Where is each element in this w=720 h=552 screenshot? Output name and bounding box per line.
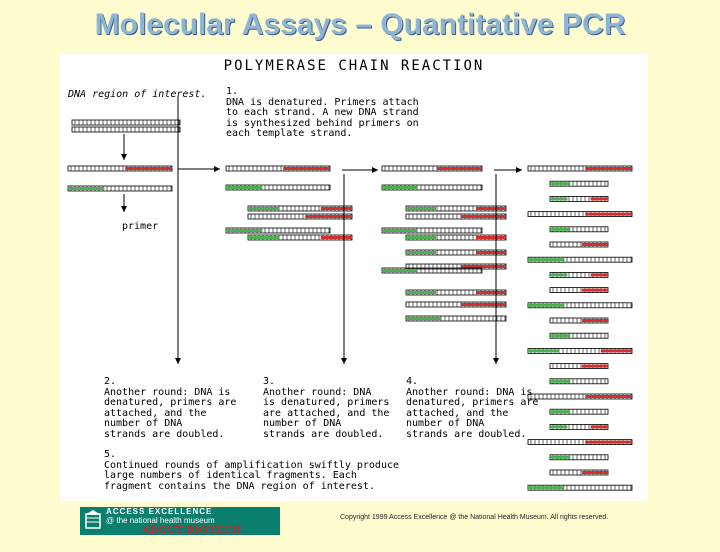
new-strand-segment bbox=[550, 182, 571, 186]
primer-segment bbox=[585, 212, 632, 216]
arrow-head bbox=[121, 206, 127, 212]
primer-segment bbox=[590, 273, 608, 277]
primer-segment bbox=[581, 288, 608, 292]
new-strand-segment bbox=[226, 186, 263, 189]
copyright-text: Copyright 1999 Access Excellence @ the N… bbox=[340, 514, 609, 521]
new-strand-segment bbox=[382, 229, 417, 232]
primer-segment bbox=[461, 265, 506, 268]
figure-heading: POLYMERASE CHAIN REACTION bbox=[223, 58, 485, 74]
primer-segment bbox=[585, 440, 632, 444]
primer-segment bbox=[581, 319, 608, 322]
arrow-head bbox=[121, 154, 127, 160]
arrow-head bbox=[341, 358, 347, 364]
primer-label: primer bbox=[122, 221, 159, 232]
new-strand-segment bbox=[550, 334, 571, 338]
step-1-text: 1. DNA is denatured. Primers attach to e… bbox=[226, 86, 419, 139]
primer-segment bbox=[305, 215, 352, 218]
new-strand-segment bbox=[550, 379, 571, 383]
step-4-text: 4. Another round: DNA is denatured, prim… bbox=[406, 376, 539, 440]
new-strand-segment bbox=[382, 269, 417, 272]
arrow-head bbox=[493, 358, 499, 364]
primer-segment bbox=[581, 243, 608, 246]
primer-segment bbox=[590, 197, 608, 201]
dna-region-label: DNA region of interest. bbox=[68, 89, 207, 100]
new-strand-segment bbox=[68, 187, 105, 190]
arrow-head bbox=[175, 358, 181, 364]
primer-segment bbox=[476, 291, 506, 294]
step-5-text: 5. Continued rounds of amplification swi… bbox=[104, 449, 400, 492]
pcr-figure: POLYMERASE CHAIN REACTION DNA region of … bbox=[60, 54, 648, 501]
new-strand-segment bbox=[528, 486, 565, 490]
new-strand-segment bbox=[226, 229, 263, 232]
primer-segment bbox=[581, 364, 608, 368]
new-strand-segment bbox=[406, 207, 436, 210]
primer-segment bbox=[476, 251, 506, 254]
new-strand-segment bbox=[550, 455, 571, 459]
new-strand-segment bbox=[528, 349, 560, 353]
new-strand-segment bbox=[550, 273, 568, 277]
new-strand-segment bbox=[406, 317, 441, 320]
primer-segment bbox=[461, 303, 506, 306]
slide-title: Molecular Assays – Quantitative PCR bbox=[94, 8, 626, 41]
primer-segment bbox=[461, 215, 506, 218]
logo-band bbox=[80, 536, 280, 552]
logo-subtitle: @ the national health museum bbox=[106, 516, 215, 525]
new-strand-segment bbox=[406, 251, 436, 254]
primer-segment bbox=[476, 236, 506, 239]
access-excellence-logo[interactable]: ACCESS EXCELLENCE @ the national health … bbox=[80, 507, 280, 552]
primer-segment bbox=[320, 236, 352, 239]
new-strand-segment bbox=[550, 197, 568, 201]
new-strand-segment bbox=[248, 236, 280, 239]
arrow-head bbox=[516, 167, 522, 173]
dna-strand bbox=[71, 126, 181, 133]
new-strand-segment bbox=[406, 236, 436, 239]
arrow-head bbox=[372, 167, 378, 173]
primer-segment bbox=[320, 207, 352, 210]
primer-segment bbox=[476, 207, 506, 210]
primer-segment bbox=[585, 167, 632, 170]
primer-segment bbox=[585, 395, 632, 398]
pcr-diagram bbox=[67, 96, 633, 491]
primer-segment bbox=[283, 167, 330, 170]
new-strand-segment bbox=[248, 207, 280, 210]
museum-icon bbox=[85, 510, 101, 529]
step-2-text: 2. Another round: DNA is denatured, prim… bbox=[104, 376, 237, 440]
new-strand-segment bbox=[550, 425, 568, 429]
new-strand-segment bbox=[528, 303, 565, 307]
primer-segment bbox=[590, 425, 608, 429]
new-strand-segment bbox=[528, 258, 565, 262]
step-3-text: 3. Another round: DNA is denatured, prim… bbox=[263, 376, 390, 440]
arrow-head bbox=[214, 166, 220, 172]
primer-segment bbox=[581, 471, 608, 474]
dna-strand bbox=[71, 119, 181, 126]
primer-segment bbox=[437, 167, 482, 170]
primer-segment bbox=[125, 167, 172, 170]
primer-segment bbox=[600, 349, 632, 353]
new-strand-segment bbox=[550, 410, 571, 414]
about-biotech-label: ABOUT BIOTECH bbox=[142, 524, 242, 536]
logo-title: ACCESS EXCELLENCE bbox=[106, 507, 213, 516]
new-strand-segment bbox=[550, 227, 571, 231]
new-strand-segment bbox=[406, 291, 436, 294]
new-strand-segment bbox=[382, 186, 417, 189]
